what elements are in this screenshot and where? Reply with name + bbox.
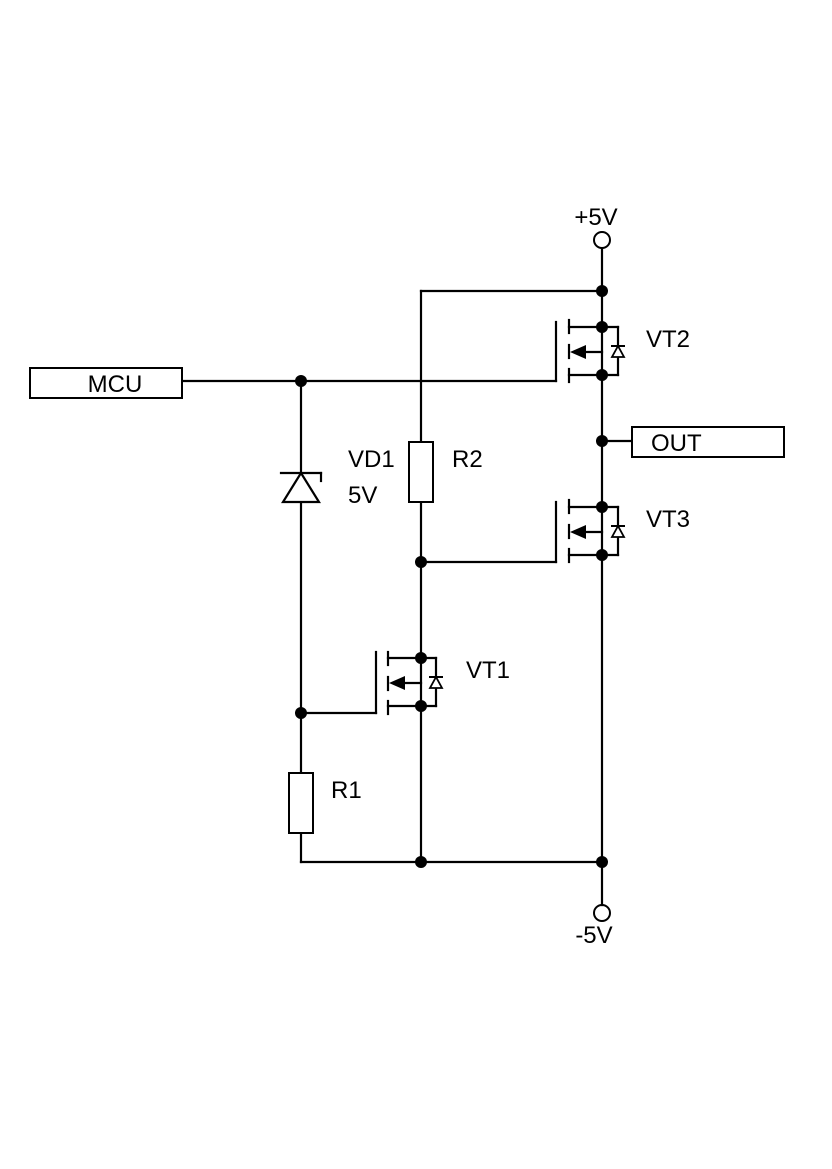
junction-dot [415, 652, 427, 664]
junction-dot [596, 435, 608, 447]
vt3-body-diode [610, 524, 626, 538]
junction-dot [596, 285, 608, 297]
vd1-value-label: 5V [348, 482, 377, 509]
junction-dot [415, 700, 427, 712]
out-box [631, 426, 785, 458]
vplus-terminal [593, 231, 611, 249]
vd1-label: VD1 [348, 446, 395, 473]
r1-resistor [288, 772, 314, 834]
zener-diode-vd1 [279, 470, 323, 504]
wires [180, 247, 634, 907]
junctions [295, 285, 608, 868]
r1-label: R1 [331, 777, 362, 804]
mcu-label: MCU [88, 371, 143, 398]
junction-dot [596, 501, 608, 513]
junction-dot [596, 549, 608, 561]
vt1-body-diode [428, 675, 444, 689]
mosfet-vt3 [554, 498, 626, 564]
vt2-label: VT2 [646, 326, 690, 353]
vt3-arrow [570, 525, 586, 539]
mosfet-vt2 [554, 318, 626, 384]
r2-label: R2 [452, 446, 483, 473]
out-label: OUT [651, 430, 702, 457]
r2-resistor [408, 441, 434, 503]
vt1-label: VT1 [466, 657, 510, 684]
junction-dot [596, 321, 608, 333]
vminus-terminal [593, 904, 611, 922]
mosfet-vt1 [374, 650, 444, 716]
vt2-arrow [570, 345, 586, 359]
junction-dot [295, 375, 307, 387]
vt3-label: VT3 [646, 506, 690, 533]
zener-triangle [281, 470, 321, 504]
junction-dot [596, 369, 608, 381]
junction-dot [415, 556, 427, 568]
vplus-label: +5V [574, 204, 617, 231]
vt2-body-diode [610, 344, 626, 358]
vt1-arrow [389, 676, 405, 690]
mcu-box [29, 367, 183, 399]
junction-dot [596, 856, 608, 868]
junction-dot [415, 856, 427, 868]
junction-dot [295, 707, 307, 719]
vminus-label: -5V [575, 922, 612, 949]
